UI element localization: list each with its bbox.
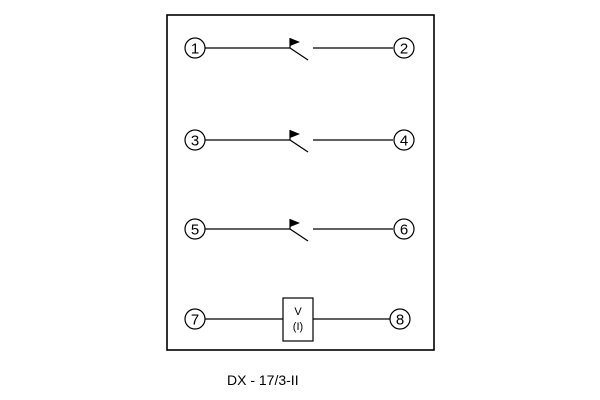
coil-label-bottom: (I) [293, 321, 303, 333]
contact-blade-1 [289, 47, 309, 61]
contact-blade-2 [289, 139, 309, 153]
terminal-label-7: 7 [191, 312, 199, 329]
flag-icon [290, 38, 300, 46]
terminal-circle-2 [393, 37, 415, 59]
terminal-circle-1 [184, 37, 206, 59]
flag-icon [290, 219, 300, 227]
coil-box [282, 297, 314, 342]
terminal-circle-6 [393, 218, 415, 240]
terminal-circle-7 [184, 308, 206, 330]
terminal-circle-4 [393, 129, 415, 151]
terminal-circle-3 [184, 129, 206, 151]
terminal-label-3: 3 [191, 133, 199, 150]
terminal-circle-5 [184, 218, 206, 240]
coil-row-7-8: V (I) 7 8 [184, 297, 411, 342]
terminal-label-6: 6 [400, 222, 408, 239]
terminal-label-2: 2 [400, 41, 408, 58]
relay-housing-frame [166, 14, 435, 351]
terminal-label-4: 4 [400, 133, 408, 150]
coil-label-top: V [294, 306, 302, 318]
contact-blade-3 [289, 228, 309, 242]
contact-row-5-6: 5 6 [184, 218, 415, 242]
terminal-circle-8 [389, 308, 411, 330]
contact-row-1-2: 1 2 [184, 37, 415, 61]
flag-icon [290, 130, 300, 138]
terminal-label-1: 1 [191, 41, 199, 58]
contact-row-3-4: 3 4 [184, 129, 415, 153]
terminal-label-5: 5 [191, 222, 199, 239]
terminal-label-8: 8 [396, 312, 404, 329]
model-label: DX - 17/3-II [227, 372, 299, 388]
